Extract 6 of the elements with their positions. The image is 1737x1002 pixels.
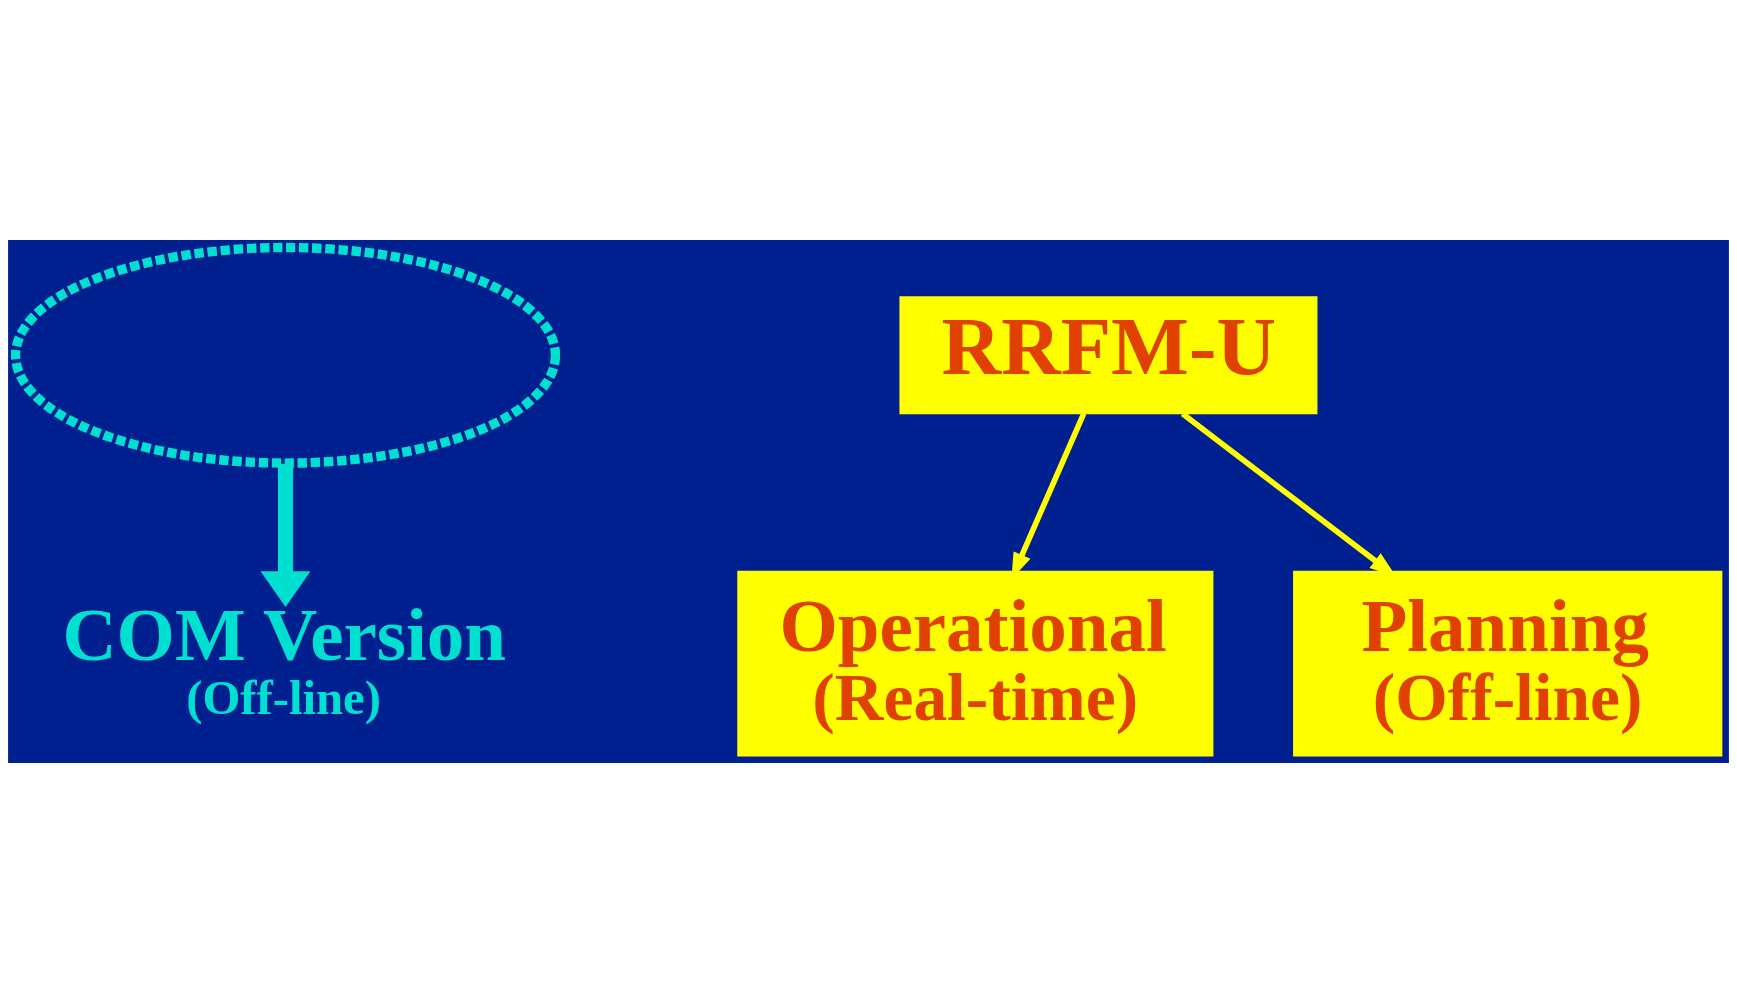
node-box: Planning (Off-line) — [1293, 570, 1723, 756]
node-box: Operational (Real-time) — [737, 570, 1214, 756]
arrow — [260, 463, 311, 607]
node-ellipse — [10, 242, 561, 468]
node-text: COM Version (Off-line) — [62, 592, 507, 725]
node-box: RRFM-U — [899, 295, 1318, 414]
